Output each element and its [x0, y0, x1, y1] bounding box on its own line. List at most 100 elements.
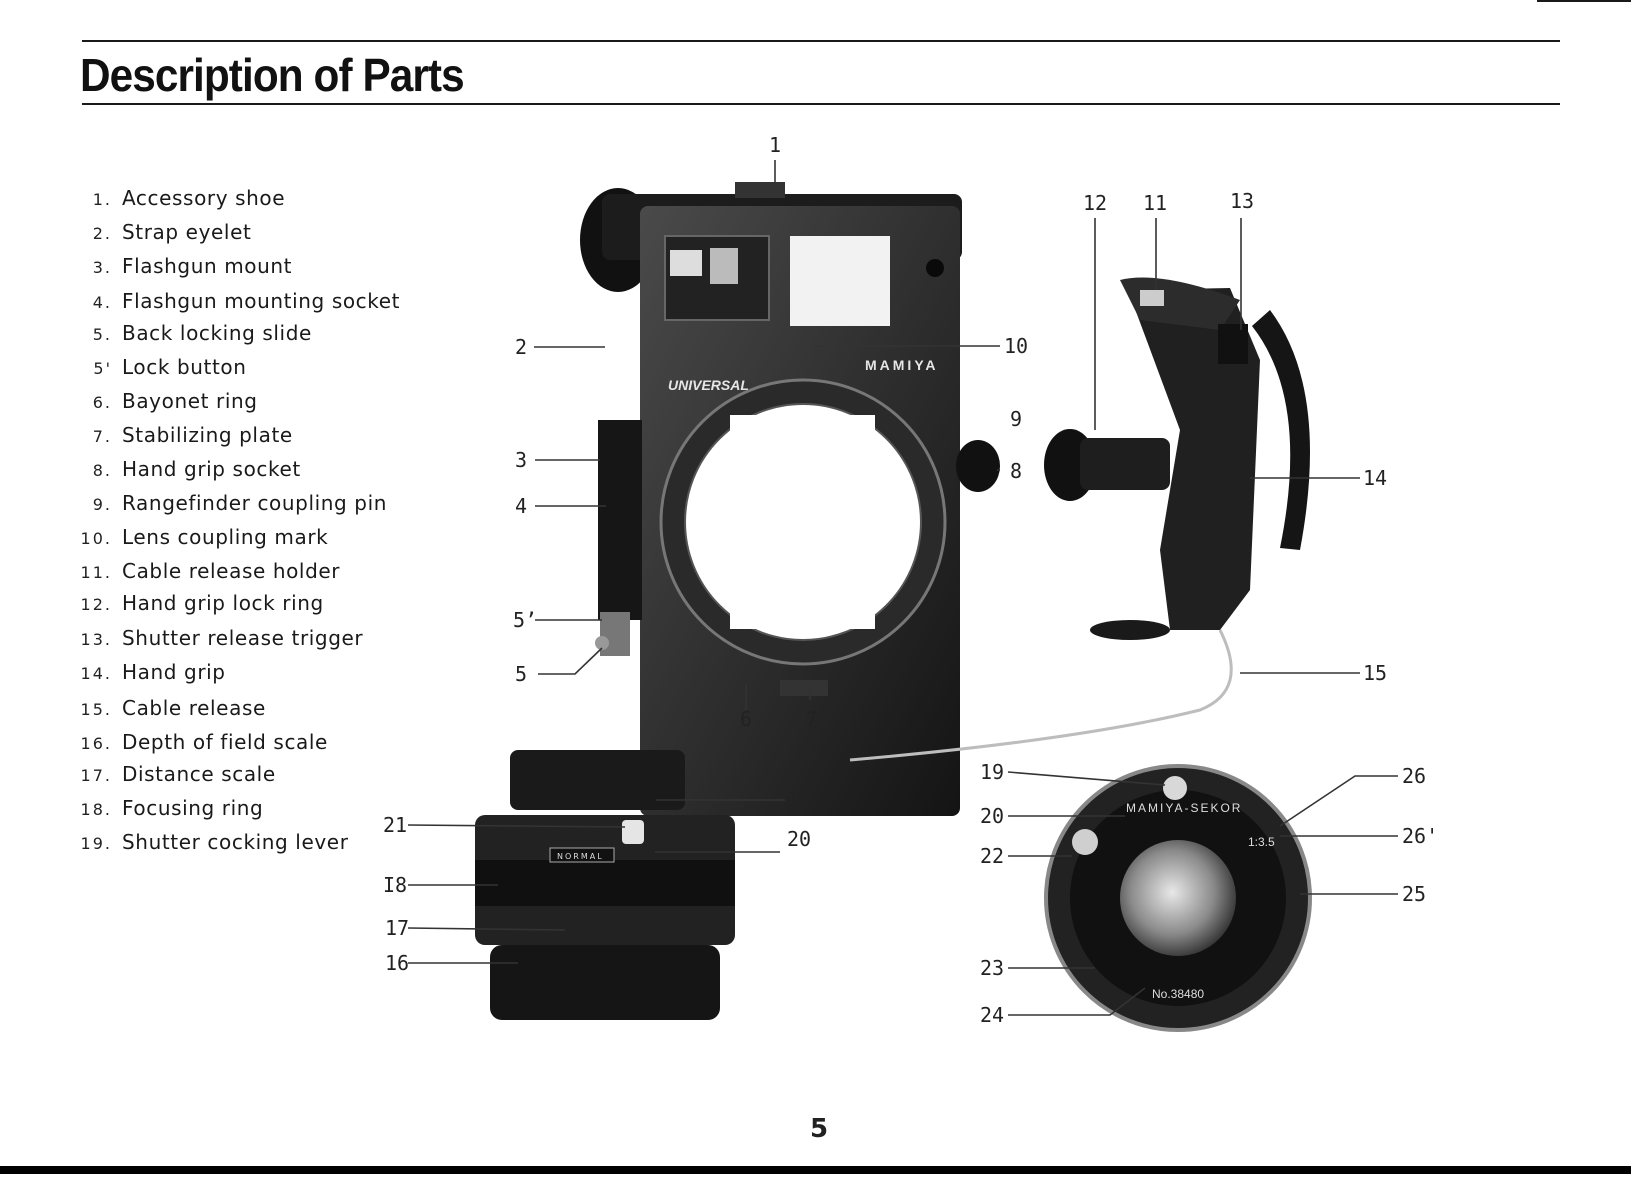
callout-22: 22 [980, 844, 1004, 868]
lens-ring-badge [549, 847, 615, 863]
part-name: Flashgun mount [122, 254, 293, 278]
lens-glass [1120, 840, 1236, 956]
grip-top-plate [1120, 277, 1240, 330]
callout-2: 2 [515, 335, 527, 359]
rangefinder-light [710, 248, 738, 284]
rangefinder-light [670, 250, 702, 276]
part-number: 8. [92, 461, 112, 480]
callout-26-prime: 26' [1402, 824, 1438, 848]
callout-24: 24 [980, 1003, 1004, 1027]
part-name: Accessory shoe [122, 186, 286, 210]
title-bottom-rule [82, 103, 1560, 105]
part-name: Shutter release trigger [122, 626, 364, 650]
callout-26: 26 [1402, 764, 1426, 788]
callout-17: 17 [385, 916, 409, 940]
callout-3: 3 [515, 448, 527, 472]
part-name: Flashgun mounting socket [122, 289, 401, 313]
list-item: 15.Cable release [60, 696, 266, 720]
part-number: 10. [80, 529, 112, 548]
part-name: Focusing ring [122, 796, 264, 820]
stabilizing-plate [780, 680, 828, 696]
grip-base [1090, 620, 1170, 640]
part-name: Hand grip socket [122, 457, 301, 481]
camera-body: UNIVERSAL MAMIYA [580, 182, 1000, 816]
callout-6: 6 [740, 707, 752, 731]
shutter-cocking-lever [622, 820, 644, 844]
accessory-shoe [735, 182, 785, 198]
list-item: 19.Shutter cocking lever [60, 830, 349, 854]
lens-spec-label: 1:3.5 [1248, 835, 1275, 849]
list-item: 7.Stabilizing plate [60, 423, 293, 447]
callout-20-front: 20 [980, 804, 1004, 828]
callout-23: 23 [980, 956, 1004, 980]
hand-grip-unit [849, 277, 1310, 762]
part-number: 9. [92, 495, 112, 514]
shutter-cocking-lever [1163, 776, 1187, 800]
callout-12: 12 [1083, 191, 1107, 215]
viewfinder-window [790, 236, 890, 326]
lens-rear-barrel [490, 945, 720, 1020]
part-name: Depth of field scale [122, 730, 328, 754]
body-brand-label: MAMIYA [865, 357, 939, 373]
camera-parts-illustration: UNIVERSAL MAMIYA NORMAL [383, 133, 1438, 1032]
part-name: Hand grip [122, 660, 226, 684]
list-item: 6. Bayonet ring [60, 389, 258, 413]
part-number: 11. [80, 563, 112, 582]
part-number: 17. [80, 766, 112, 785]
callout-8: 8 [1010, 459, 1022, 483]
list-item: 4. Flashgun mounting socket [60, 289, 400, 313]
part-number: 1. [92, 190, 112, 209]
flashgun-mount [598, 420, 642, 620]
part-name: Hand grip lock ring [122, 591, 324, 615]
callout-18: I8 [383, 873, 407, 897]
self-timer-lamp [926, 259, 944, 277]
callout-9: 9 [1010, 407, 1022, 431]
list-item: 9. Rangefinder coupling pin [60, 491, 387, 515]
page-number: 5 [810, 1114, 829, 1144]
part-name: Bayonet ring [122, 389, 258, 413]
callout-7: 7 [805, 707, 817, 731]
page-title: Description of Parts [80, 49, 465, 101]
list-item: 10. Lens coupling mark [60, 525, 328, 549]
part-name: Shutter cocking lever [122, 830, 349, 854]
part-number: 3. [92, 258, 112, 277]
list-item: 5' Lock button [60, 355, 247, 379]
part-number: 6. [92, 393, 112, 412]
hand-grip-socket [956, 440, 1000, 492]
list-item: 12.Hand grip lock ring [60, 591, 324, 615]
part-number: 5' [93, 359, 112, 378]
grip-strap [1252, 310, 1310, 550]
hand-grip [1128, 288, 1260, 630]
callout-10: 10 [1004, 334, 1028, 358]
callout-14: 14 [1363, 466, 1387, 490]
part-name: Stabilizing plate [122, 423, 293, 447]
list-item: 11.Cable release holder [60, 559, 340, 583]
callout-19-front: 19 [980, 760, 1004, 784]
part-name: Lens coupling mark [122, 525, 329, 549]
lens-serial-label: No.38480 [1152, 987, 1204, 1001]
part-number: 16. [80, 734, 112, 753]
part-number: 4. [92, 293, 112, 312]
part-number: 5. [92, 325, 112, 344]
part-name: Strap eyelet [122, 220, 252, 244]
callout-21: 21 [383, 813, 407, 837]
lens-front-barrel [510, 750, 685, 810]
callout-20-side: 20 [787, 827, 811, 851]
list-item: 5.Back locking slide [60, 321, 312, 345]
footer-rule [0, 1166, 1631, 1174]
list-item: 8. Hand grip socket [60, 457, 301, 481]
lens-front-view: MAMIYA-SEKOR 1:3.5 No.38480 [1044, 764, 1312, 1032]
list-item: 18.Focusing ring [60, 796, 263, 820]
cable-release [849, 629, 1233, 762]
part-name: Lock button [122, 355, 247, 379]
part-name: Rangefinder coupling pin [122, 491, 388, 515]
list-item: 17.Distance scale [60, 762, 276, 786]
corner-rule [1537, 0, 1631, 2]
focusing-ring [475, 860, 735, 906]
list-item: 2. Strap eyelet [60, 220, 251, 244]
list-item: 14. Hand grip [60, 660, 226, 684]
part-number: 14. [80, 664, 112, 683]
part-number: 2. [92, 224, 112, 243]
list-item: 1. Accessory shoe [60, 186, 285, 210]
callout-16: 16 [385, 951, 409, 975]
